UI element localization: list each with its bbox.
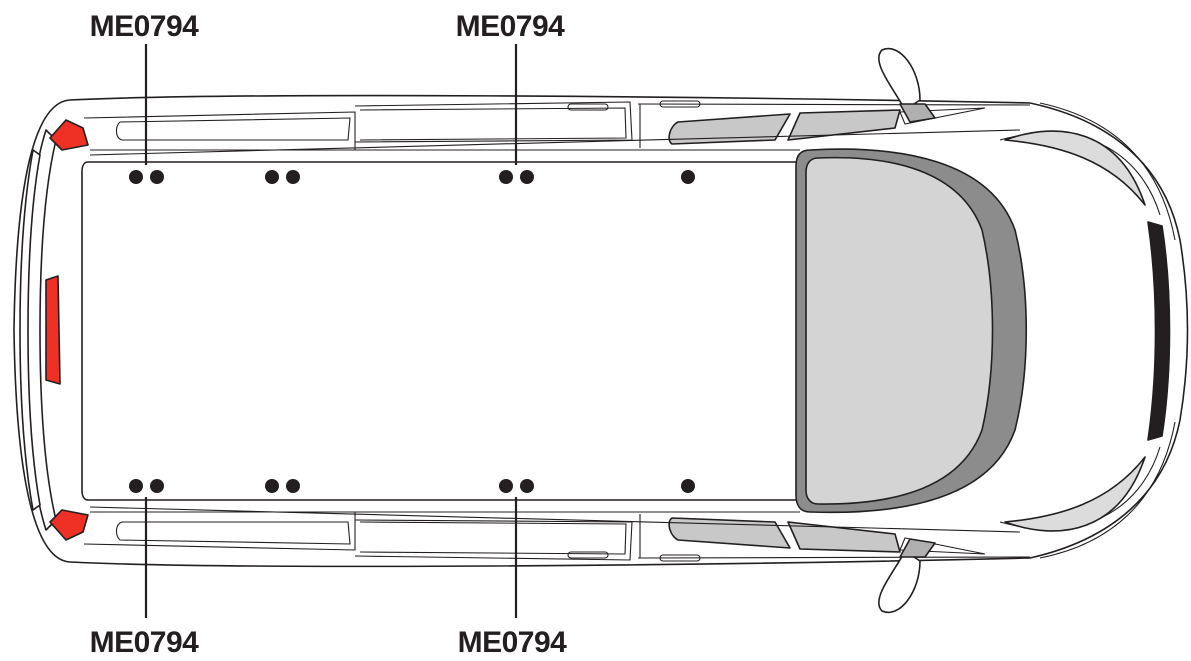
tail-light-top — [49, 119, 89, 151]
mirror-top — [878, 47, 921, 111]
front-grille — [1147, 221, 1171, 441]
mounting-point-icon — [286, 479, 300, 493]
mounting-point-icon — [150, 170, 164, 184]
part-code-label-bottom-right: ME0794 — [458, 626, 568, 659]
mounting-point-icon — [520, 170, 534, 184]
mounting-point-icon — [520, 479, 534, 493]
part-labels: ME0794 ME0794 ME0794 ME0794 — [90, 10, 568, 659]
windscreen-glass — [805, 156, 994, 505]
part-code-label-bottom-left: ME0794 — [90, 626, 200, 659]
part-code-label-top-right: ME0794 — [456, 10, 566, 43]
mounting-point-icon — [681, 170, 695, 184]
roof-panel — [81, 161, 816, 501]
mounting-point-icon — [286, 170, 300, 184]
rear-centre-light — [45, 275, 61, 385]
mounting-point-icon — [265, 479, 279, 493]
van-body — [13, 47, 1189, 614]
part-code-label-top-left: ME0794 — [90, 10, 200, 43]
mounting-point-icon — [129, 170, 143, 184]
tail-light-bottom — [49, 509, 89, 541]
mounting-point-icon — [129, 479, 143, 493]
mounting-point-icon — [681, 479, 695, 493]
mounting-point-icon — [150, 479, 164, 493]
mounting-point-icon — [499, 170, 513, 184]
mirror-bottom — [878, 550, 921, 614]
mounting-point-icon — [499, 479, 513, 493]
mounting-points — [129, 170, 695, 493]
leader-lines — [144, 44, 518, 618]
mounting-point-icon — [265, 170, 279, 184]
